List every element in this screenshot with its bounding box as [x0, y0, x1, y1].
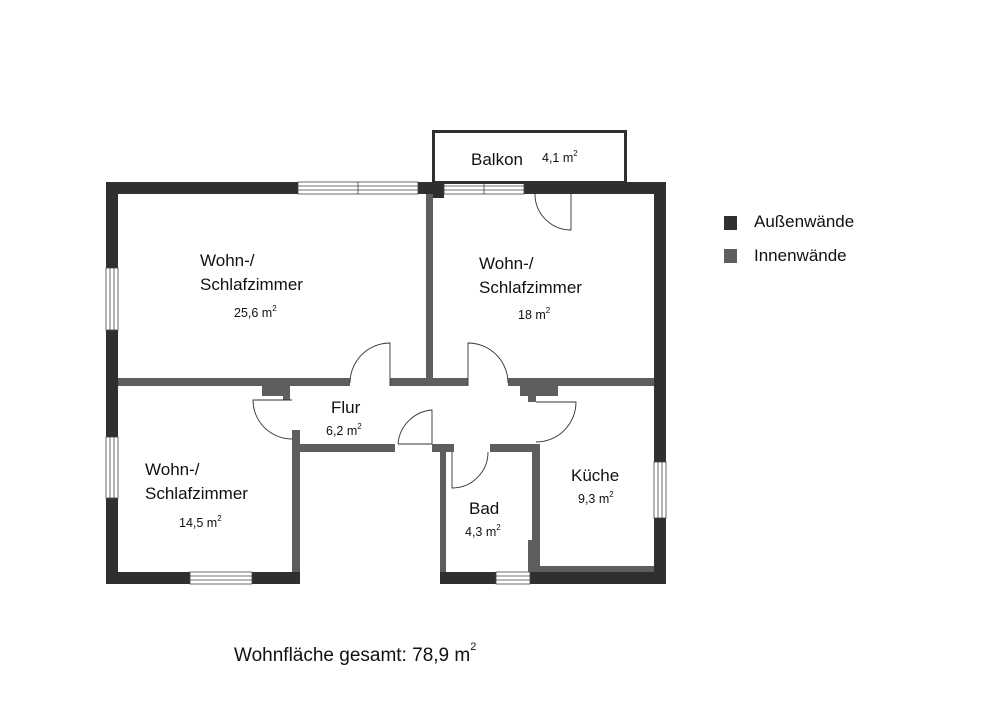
area-unit-exp: 2: [357, 422, 362, 431]
total-area-unit-exp: 2: [470, 641, 477, 653]
room-name-line1: Küche: [571, 466, 620, 485]
room-name: Bad: [469, 497, 499, 521]
room-name: Wohn-/ Schlafzimmer: [145, 458, 248, 506]
area-unit-exp: 2: [573, 149, 578, 158]
outer-wall-swatch: [724, 216, 737, 230]
area-value: 4,3 m: [465, 525, 497, 539]
area-value: 6,2 m: [326, 424, 358, 438]
room-name-line2: Schlafzimmer: [479, 278, 582, 297]
room-area: 4,1 m2: [542, 149, 578, 165]
room-area: 6,2 m2: [326, 422, 362, 438]
area-unit-exp: 2: [272, 304, 277, 313]
room-name: Wohn-/ Schlafzimmer: [479, 252, 582, 300]
room-name-line2: Schlafzimmer: [200, 275, 303, 294]
room-name: Balkon: [471, 148, 523, 172]
inner-walls: [118, 194, 654, 572]
legend-label: Außenwände: [754, 212, 855, 231]
area-value: 4,1 m: [542, 151, 574, 165]
area-value: 25,6 m: [234, 306, 273, 320]
room-area: 4,3 m2: [465, 523, 501, 539]
room-name-line1: Flur: [331, 398, 361, 417]
room-name-line2: Schlafzimmer: [145, 484, 248, 503]
room-area: 18 m2: [518, 306, 551, 322]
room-name-line1: Bad: [469, 499, 500, 518]
room-area: 25,6 m2: [234, 304, 277, 320]
area-unit-exp: 2: [609, 490, 614, 499]
doors: [252, 193, 577, 489]
area-value: 18 m: [518, 308, 546, 322]
room-name: Wohn-/ Schlafzimmer: [200, 249, 303, 297]
area-unit-exp: 2: [496, 523, 501, 532]
area-value: 9,3 m: [578, 492, 610, 506]
outer-walls: [106, 182, 666, 584]
area-value: 14,5 m: [179, 516, 218, 530]
inner-wall-swatch: [724, 249, 737, 263]
room-area: 9,3 m2: [578, 490, 614, 506]
room-name: Küche: [571, 464, 619, 488]
room-name-line1: Wohn-/: [145, 460, 200, 479]
room-name-line1: Balkon: [471, 150, 523, 169]
area-unit-exp: 2: [217, 514, 222, 523]
total-area: Wohnfläche gesamt: 78,9 m2: [234, 641, 476, 667]
room-name-line1: Wohn-/: [479, 254, 534, 273]
legend-label: Innenwände: [754, 246, 847, 265]
area-unit-exp: 2: [545, 306, 551, 315]
windows: [105, 181, 667, 585]
room-name: Flur: [331, 396, 360, 420]
total-area-label: Wohnfläche gesamt: 78,9 m: [234, 645, 471, 666]
room-area: 14,5 m2: [179, 514, 222, 530]
balcony-outline: [432, 130, 627, 184]
room-name-line1: Wohn-/: [200, 251, 255, 270]
